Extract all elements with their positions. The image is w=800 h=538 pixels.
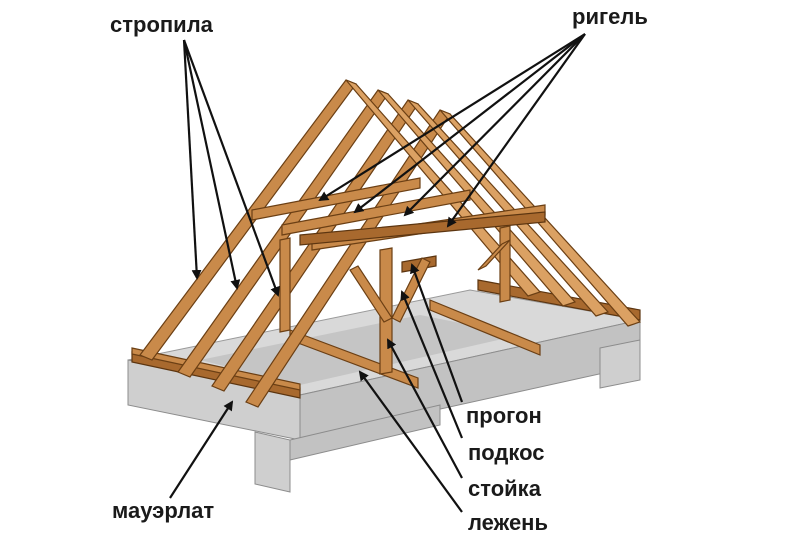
label-sill: лежень	[468, 512, 548, 534]
label-strut: подкос	[468, 442, 545, 464]
label-rafters: стропила	[110, 14, 213, 36]
label-wall-plate: мауэрлат	[112, 500, 214, 522]
rafters-arrows	[184, 40, 278, 295]
label-purlin: прогон	[466, 405, 542, 427]
label-crossbeam: ригель	[572, 6, 648, 28]
label-post: стойка	[468, 478, 541, 500]
